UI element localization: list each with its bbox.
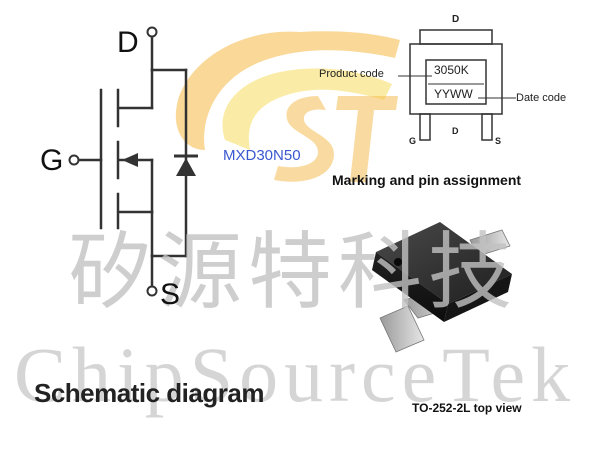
marking-pin-right-label: S bbox=[495, 136, 502, 146]
marking-area bbox=[425, 59, 487, 105]
render-body-front bbox=[372, 252, 448, 322]
render-body-right bbox=[444, 274, 512, 322]
product-code-label: Product code bbox=[319, 68, 384, 80]
schematic-pin-source-label: S bbox=[160, 278, 181, 311]
source-terminal bbox=[146, 285, 158, 297]
part-number: MXD30N50 bbox=[223, 147, 301, 164]
date-code-label: Date code bbox=[516, 92, 567, 104]
marking-caption: Marking and pin assignment bbox=[332, 172, 522, 188]
schematic-caption: Schematic diagram bbox=[34, 378, 264, 408]
logo-letter-s bbox=[274, 96, 334, 182]
logo-letter-t bbox=[336, 96, 398, 182]
watermark-english: ChipSourceTek bbox=[14, 331, 577, 418]
render-body-top bbox=[376, 222, 512, 304]
logo-swoosh-outer bbox=[175, 31, 400, 150]
lead-right bbox=[481, 113, 493, 141]
freewheel-diode-triangle bbox=[176, 158, 196, 176]
render-lead-front-left bbox=[379, 305, 425, 353]
date-code-value: YYWW bbox=[434, 87, 473, 101]
schematic-pin-gate-label: G bbox=[40, 144, 64, 177]
lead-left bbox=[419, 113, 431, 141]
marking-pin-left-label: G bbox=[409, 136, 417, 146]
marking-pin-mid-label: D bbox=[452, 126, 459, 136]
watermark-chinese: 矽源特科技 bbox=[68, 223, 519, 321]
marking-pin-top-label: D bbox=[452, 14, 460, 25]
package-body bbox=[409, 43, 503, 115]
package-view-caption: TO-252-2L top view bbox=[412, 401, 522, 415]
schematic-pin-drain-label: D bbox=[117, 26, 139, 59]
render-pin1-dot bbox=[394, 258, 402, 266]
body-diode-arrow bbox=[122, 153, 138, 167]
logo-swoosh-inner bbox=[222, 68, 392, 150]
product-code-value: 3050K bbox=[434, 63, 469, 77]
